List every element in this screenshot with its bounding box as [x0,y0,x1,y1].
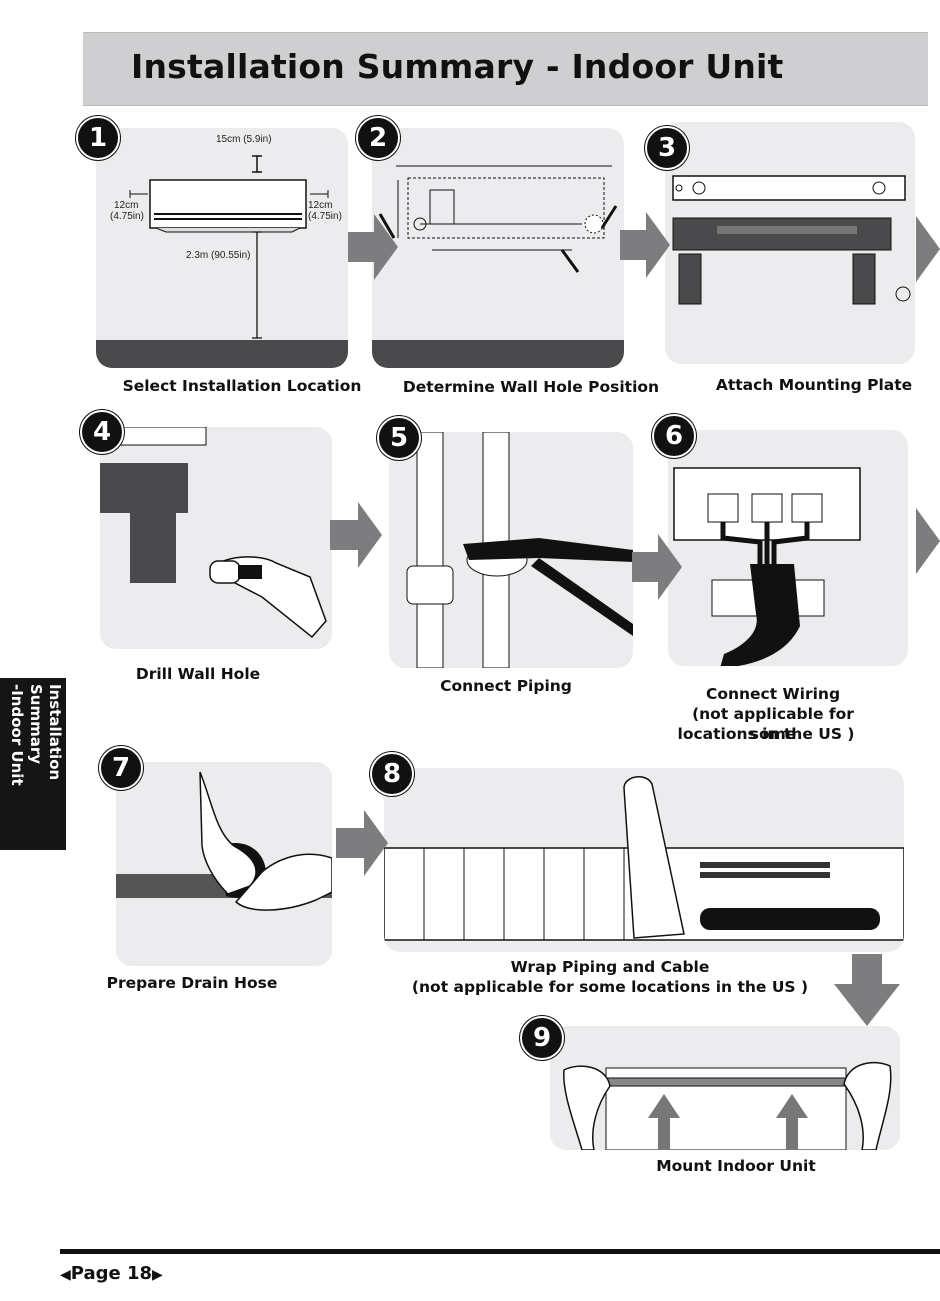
dim-right-clearance-cm: 12cm [308,200,333,211]
step-6-caption: Connect Wiring [705,685,841,703]
step-6-caption-note: (not applicable for some [692,705,854,743]
title-bar: Installation Summary - Indoor Unit [83,32,928,106]
indoor-unit-clearance-illustration [96,155,348,368]
page-title: Installation Summary - Indoor Unit [131,47,784,86]
connect-wiring-illustration [673,467,861,666]
mounting-plate-illustration [672,175,911,305]
step-1-panel: 15cm (5.9in) 12cm (4.75in) 12cm (4.75in)… [96,128,348,368]
step-8-caption: Wrap Piping and Cable [510,958,710,976]
drill-wall-hole-illustration [100,427,327,639]
arrow-step8-to-9-icon [834,954,900,1026]
step-6-badge: 6 [652,414,696,458]
triangle-right-icon: ▶ [152,1267,163,1283]
section-side-tab: Installation Summary -Indoor Unit [0,678,66,850]
step-9-caption: Mount Indoor Unit [656,1157,816,1175]
step-3-caption: Attach Mounting Plate [715,376,913,394]
connect-piping-illustration [406,432,633,668]
page-number: ◀Page 18▶ [60,1263,163,1284]
step-4-panel [100,427,332,649]
arrow-step4-to-5-icon [330,502,382,568]
arrow-step7-to-8-icon [336,810,388,876]
page-label: Page 18 [70,1263,153,1284]
step-8-caption-note: (not applicable for some locations in th… [411,978,809,996]
dim-left-clearance-in: (4.75in) [110,211,144,222]
step-6-caption-note-2: locations in the US ) [677,725,855,743]
arrow-step2-to-3-icon [620,212,670,278]
dim-top-clearance: 15cm (5.9in) [216,134,272,145]
step-8-panel [384,768,904,952]
step-2-panel [372,128,624,368]
triangle-left-icon: ◀ [60,1267,71,1283]
wall-hole-position-illustration [372,165,624,368]
step-6-panel [668,430,908,666]
side-tab-line1: Installation Summary [27,684,64,781]
wrap-piping-illustration [384,776,904,941]
step-7-badge: 7 [99,746,143,790]
step-7-caption: Prepare Drain Hose [106,974,278,992]
step-5-caption: Connect Piping [440,677,572,695]
arrow-step3-continue-icon [916,216,940,282]
step-4-badge: 4 [80,410,124,454]
arrow-step5-to-6-icon [632,534,682,600]
step-1-badge: 1 [76,116,120,160]
step-8-badge: 8 [370,752,414,796]
step-4-caption: Drill Wall Hole [135,665,261,683]
step-7-panel [116,762,332,966]
step-1-caption: Select Installation Location [122,377,362,395]
step-5-badge: 5 [377,416,421,460]
step-3-panel [665,122,915,364]
arrow-step1-to-2-icon [348,214,398,280]
step-9-panel [550,1026,900,1150]
dim-floor-clearance: 2.3m (90.55in) [186,250,251,261]
step-2-badge: 2 [356,116,400,160]
step-5-panel [389,432,633,668]
arrow-step6-continue-icon [916,508,940,574]
step-2-caption: Determine Wall Hole Position [402,378,660,396]
step-3-badge: 3 [645,126,689,170]
mount-indoor-unit-illustration [563,1061,892,1150]
dim-left-clearance-cm: 12cm [114,200,139,211]
footer-rule [60,1249,940,1254]
dim-right-clearance-in: (4.75in) [308,211,342,222]
prepare-drain-hose-illustration [116,771,332,911]
step-9-badge: 9 [520,1016,564,1060]
side-tab-line2: -Indoor Unit [8,684,26,786]
